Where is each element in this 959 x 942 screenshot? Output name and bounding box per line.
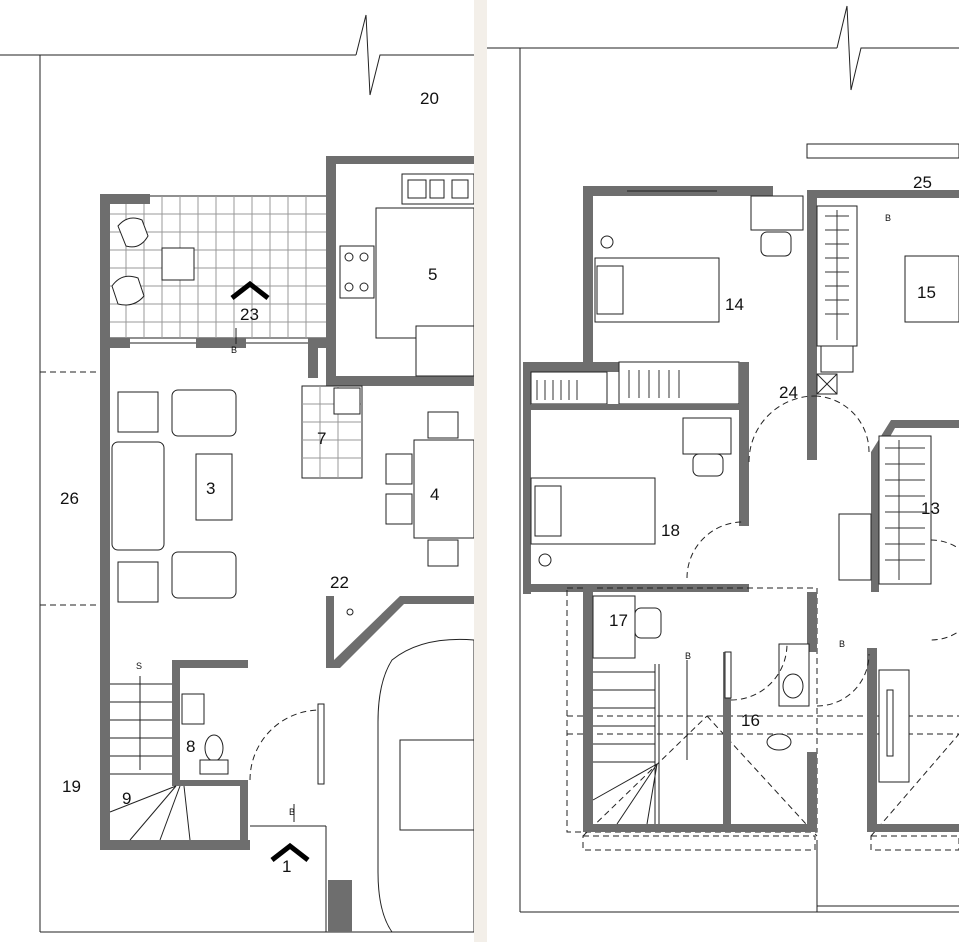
ground-floor-plan: 1 3 4 5 7 8 9 19 20 22 23 26 B B S	[0, 0, 474, 942]
room-label-13: 13	[921, 499, 940, 518]
section-mark: B	[885, 213, 892, 223]
room-label-5: 5	[428, 265, 438, 284]
room-label-1: 1	[282, 857, 292, 876]
room-label-22: 22	[330, 573, 349, 592]
stairs	[592, 660, 688, 825]
coffee-table	[195, 453, 233, 521]
lamp-icon	[538, 553, 552, 567]
upper-floor-plan: 13 14 15 16 17 18 24 25 B B B	[487, 0, 959, 942]
toilet-icon	[766, 733, 792, 751]
chair-icon	[634, 607, 662, 639]
chair-icon	[111, 275, 145, 306]
room-label-23: 23	[240, 305, 259, 324]
room-label-3: 3	[206, 479, 216, 498]
garage	[250, 596, 474, 933]
room-label-9: 9	[122, 789, 132, 808]
ground-floor-drawing	[0, 14, 474, 933]
section-mark: B	[685, 651, 692, 661]
room-label-7: 7	[317, 429, 327, 448]
washbasin-icon	[181, 693, 205, 725]
lamp-icon	[600, 235, 614, 249]
stair-mark: S	[136, 661, 143, 671]
kitchen	[326, 156, 474, 386]
entry-arrow-icon	[230, 280, 270, 300]
terrace-tiles	[100, 194, 333, 342]
break-line-icon	[355, 14, 474, 96]
washer-icon	[333, 387, 361, 415]
upper-floor-drawing	[487, 5, 959, 913]
dining-table	[413, 439, 474, 539]
room-label-4: 4	[430, 485, 440, 504]
armchair-icon	[171, 551, 237, 599]
chair-icon	[117, 217, 149, 248]
room-label-8: 8	[186, 737, 196, 756]
entry-arrow-icon	[270, 842, 310, 862]
chair-icon	[760, 231, 792, 257]
room-label-17: 17	[609, 611, 628, 630]
wardrobe	[878, 435, 932, 585]
room-label-15: 15	[917, 283, 936, 302]
room-label-18: 18	[661, 521, 680, 540]
stairs	[109, 676, 191, 841]
sofa-icon	[111, 441, 165, 551]
chair-icon	[692, 453, 724, 477]
section-mark: B	[289, 807, 296, 817]
break-line-icon	[836, 5, 959, 91]
room-label-26: 26	[60, 489, 79, 508]
armchair-icon	[171, 389, 237, 437]
room-label-14: 14	[725, 295, 744, 314]
section-mark: B	[839, 639, 846, 649]
toilet-icon	[204, 734, 224, 762]
stove-icon	[339, 245, 375, 299]
room-label-16: 16	[741, 711, 760, 730]
washbasin-icon	[782, 673, 804, 699]
room-label-19: 19	[62, 777, 81, 796]
section-mark: B	[231, 345, 238, 355]
desk	[682, 417, 732, 455]
room-label-25: 25	[913, 173, 932, 192]
room-label-20: 20	[420, 89, 439, 108]
desk	[750, 195, 804, 231]
room-label-24: 24	[779, 383, 798, 402]
